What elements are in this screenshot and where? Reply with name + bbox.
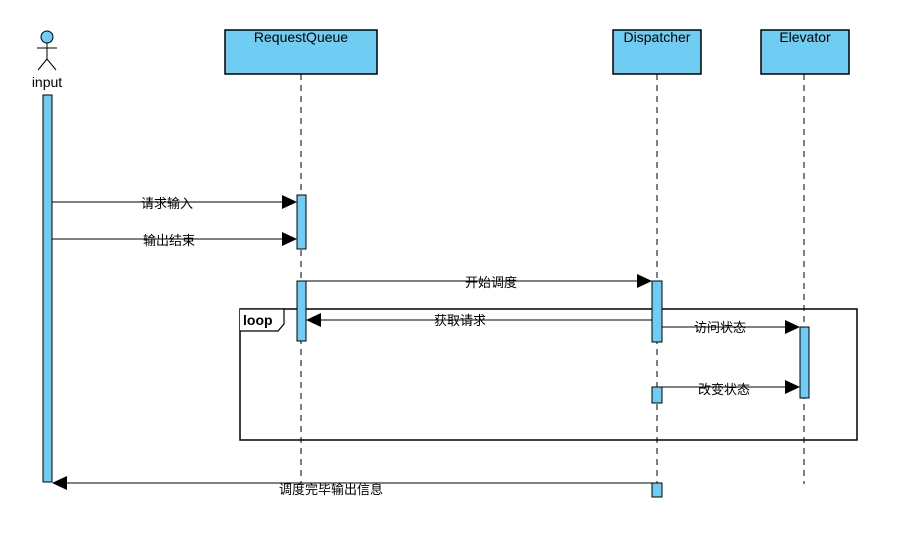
message-output-end[interactable]: 输出结束 [52,232,297,249]
message-label: 请求输入 [141,196,193,212]
activation-dispatcher-1 [651,280,663,343]
message-label: 访问状态 [694,321,746,336]
actor-label: input [32,74,62,90]
participant-label: Dispatcher [624,29,691,45]
arrow-head-icon [282,195,297,209]
message-get-request[interactable]: 获取请求 [306,313,652,329]
actor-right-leg [46,58,57,71]
actor-head [40,30,54,44]
arrow-head-icon [52,476,67,490]
participant-box [760,29,850,75]
actor-left-leg [37,58,48,71]
participant-dispatcher[interactable]: Dispatcher [612,29,702,75]
actor-input[interactable]: input [32,30,62,90]
participant-request-queue[interactable]: RequestQueue [224,29,378,75]
activation-queue-2 [296,280,307,342]
loop-tab [240,308,285,332]
message-label: 获取请求 [434,314,486,329]
arrow-head-icon [282,232,297,246]
message-label: 开始调度 [465,275,517,291]
arrow-head-icon [785,380,800,394]
message-access-state[interactable]: 访问状态 [662,320,800,336]
message-dispatch-complete[interactable]: 调度完毕输出信息 [52,476,652,498]
message-request-input[interactable]: 请求输入 [52,195,297,212]
message-label: 输出结束 [143,233,195,249]
loop-frame [239,308,858,441]
message-label: 改变状态 [698,382,750,398]
activation-dispatcher-2 [651,386,663,404]
arrow-head-icon [785,320,800,334]
arrow-head-icon [306,313,321,327]
participant-box [224,29,378,75]
activation-input [42,94,53,483]
loop-fragment[interactable]: loop [239,308,858,441]
activation-queue-1 [296,194,307,250]
loop-label: loop [243,312,273,328]
activation-dispatcher-3 [651,482,663,498]
participant-label: Elevator [779,29,831,45]
participant-label: RequestQueue [254,29,348,45]
activation-elevator [799,326,810,399]
message-label: 调度完毕输出信息 [279,482,383,498]
arrow-head-icon [637,274,652,288]
participant-elevator[interactable]: Elevator [760,29,850,75]
message-start-dispatch[interactable]: 开始调度 [306,274,652,291]
participant-box [612,29,702,75]
message-change-state[interactable]: 改变状态 [662,380,800,398]
